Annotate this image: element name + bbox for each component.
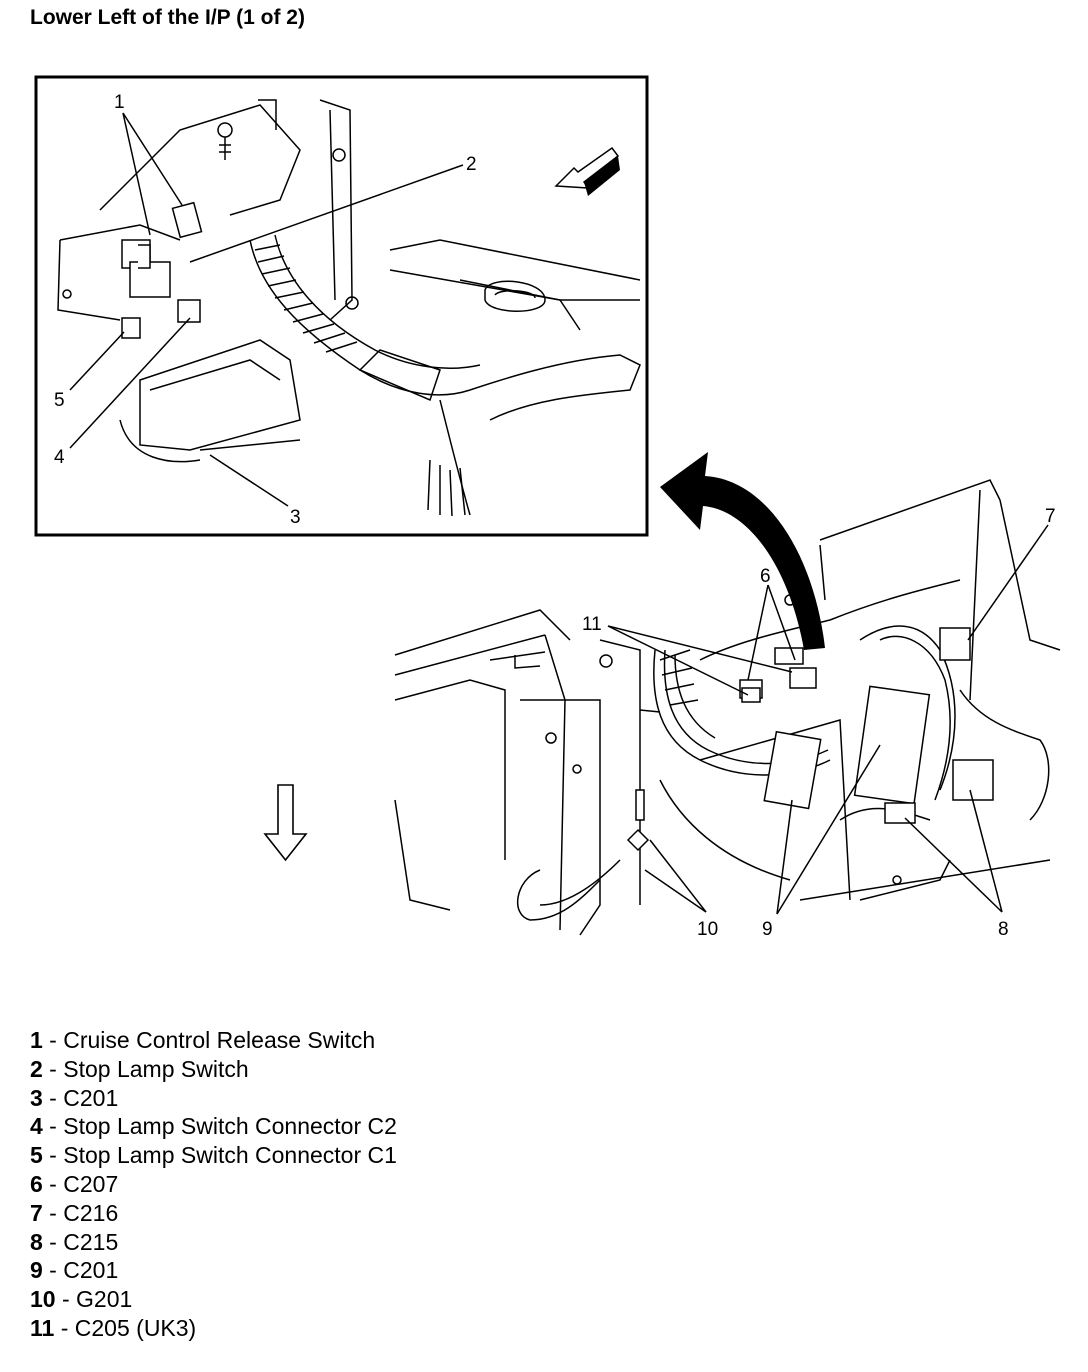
inset-leader-lines [69,112,464,507]
main-structure [394,479,1061,936]
callout-5: 5 [54,390,65,411]
inset-wiring-harness [249,234,641,517]
callout-4: 4 [54,447,65,468]
main-leader-lines [607,524,1049,915]
legend-item: 11 - C205 (UK3) [30,1314,197,1341]
main-view: 6 7 11 10 9 8 [394,479,1061,940]
callout-8: 8 [998,919,1009,940]
callout-1: 1 [114,92,125,113]
view-direction-arrow [554,146,620,196]
legend-item: 3 - C201 [30,1084,119,1111]
legend-item: 2 - Stop Lamp Switch [30,1055,249,1082]
callout-6: 6 [760,566,771,587]
legend-item: 6 - C207 [30,1170,119,1197]
inset-frame [34,75,649,537]
view-down-arrow [263,784,308,862]
callout-9: 9 [762,919,773,940]
component-locator-diagram: 1 2 5 4 3 [34,75,1061,940]
inset-connectors [121,201,203,339]
inset-structure [57,99,641,463]
page-title: Lower Left of the I/P (1 of 2) [30,6,305,29]
callout-10: 10 [697,919,718,940]
component-legend: 1 - Cruise Control Release Switch 2 - St… [30,1026,397,1343]
legend-item: 5 - Stop Lamp Switch Connector C1 [30,1142,397,1169]
legend-item: 8 - C215 [30,1228,119,1255]
callout-2: 2 [466,154,477,175]
legend-item: 10 - G201 [30,1286,133,1313]
legend-item: 1 - Cruise Control Release Switch [30,1027,376,1053]
zoom-arrow [660,452,825,650]
callout-3: 3 [290,507,301,528]
legend-item: 4 - Stop Lamp Switch Connector C2 [30,1113,397,1140]
legend-item: 7 - C216 [30,1199,119,1226]
main-connectors [626,627,994,852]
callout-11: 11 [582,614,602,635]
detail-inset: 1 2 5 4 3 [34,75,649,537]
callout-7: 7 [1045,506,1056,527]
legend-item: 9 - C201 [30,1257,119,1284]
